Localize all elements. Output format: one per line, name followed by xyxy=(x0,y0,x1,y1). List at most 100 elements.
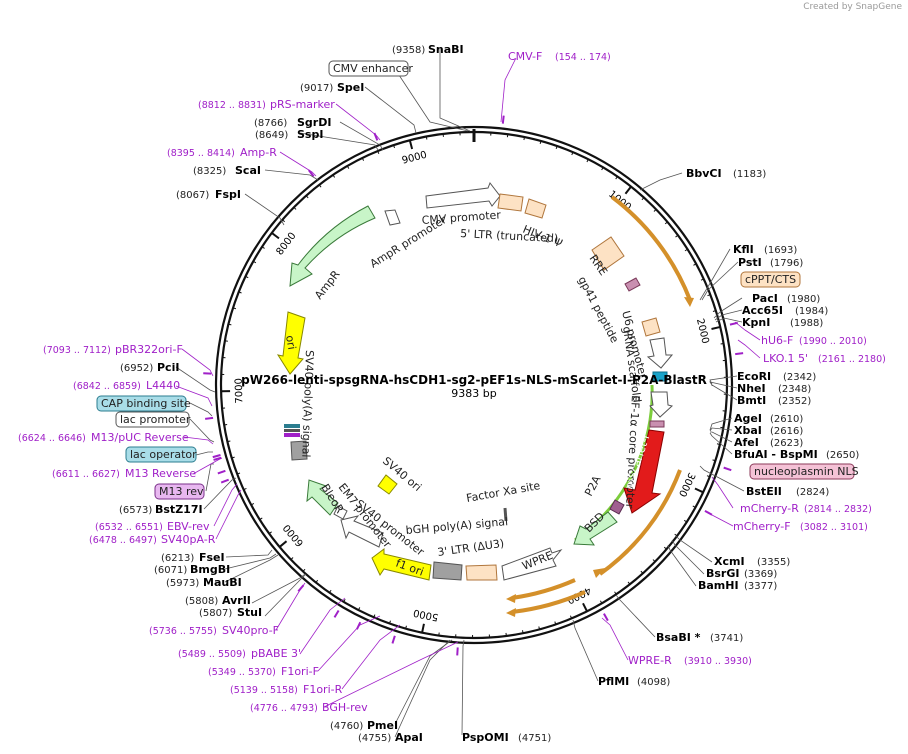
em7-box xyxy=(333,505,348,520)
minor-tick xyxy=(231,456,235,459)
site-name: BsaBI * xyxy=(656,631,701,644)
feature-arc-layer xyxy=(506,195,694,617)
minor-tick xyxy=(405,625,407,629)
minor-tick xyxy=(627,581,631,585)
site-name: ApaI xyxy=(395,731,423,744)
site-name: StuI xyxy=(237,606,262,619)
site-pos: (2616) xyxy=(770,426,803,437)
primer-mark xyxy=(220,478,230,484)
site-pos: (2348) xyxy=(778,384,811,395)
lentiviral-arc-4 xyxy=(511,590,586,614)
primer-range: (5139 .. 5158) xyxy=(230,685,298,696)
plasmid-title: pW266-lenti-spsgRNA-hsCDH1-sg2-pEF1s-NLS… xyxy=(241,373,707,387)
bleor-arrow xyxy=(306,479,339,516)
primer-range: (6611 .. 6627) xyxy=(52,469,120,480)
site-name: NheI xyxy=(737,382,766,395)
primer-name: Amp-R xyxy=(240,146,277,159)
feature-label: AmpR promoter xyxy=(368,213,449,271)
site-pos: (1693) xyxy=(764,245,797,256)
site-name: PstI xyxy=(738,256,762,269)
leader-lines xyxy=(175,49,745,738)
tick-label: 6000 xyxy=(281,522,306,549)
minor-tick xyxy=(675,234,679,238)
minor-tick xyxy=(389,620,391,624)
primer-mark xyxy=(333,609,340,618)
ampr-arrow xyxy=(289,205,376,287)
site-name: PspOMI xyxy=(462,731,509,744)
factor-xa-mark xyxy=(503,507,508,522)
minor-tick xyxy=(664,221,668,225)
boxed-feature-label: cPPT/CTS xyxy=(745,273,796,286)
minor-tick xyxy=(425,136,428,140)
feature-shapes xyxy=(276,181,674,581)
primer-range: (3082 .. 3101) xyxy=(800,522,868,533)
m13-rev-mark xyxy=(284,433,300,437)
primer-name: mCherry-R xyxy=(740,502,799,515)
lentiviral-arc-3-head xyxy=(506,594,516,603)
cmv-enhancer-tag xyxy=(328,60,409,77)
plasmid-size: 9383 bp xyxy=(451,387,496,400)
major-tick xyxy=(711,325,721,330)
minor-tick xyxy=(293,206,297,210)
hiv1-psi-box xyxy=(524,198,547,219)
feature-label: HIV-1 Ψ xyxy=(521,223,565,251)
major-tick xyxy=(694,487,704,494)
minor-tick xyxy=(569,615,573,619)
primer-mark xyxy=(205,416,214,420)
lentiviral-arc-3 xyxy=(511,578,576,600)
primer-range: (8812 .. 8831) xyxy=(198,100,266,111)
feature-label: P2A xyxy=(582,473,604,498)
primer-range: (2814 .. 2832) xyxy=(804,504,872,515)
site-pos: (6071) xyxy=(154,565,187,576)
tick-label: 8000 xyxy=(275,231,299,258)
lentiviral-arc-1 xyxy=(610,195,692,301)
primer-range: (6478 .. 6497) xyxy=(89,535,157,546)
minor-tick xyxy=(318,184,322,188)
site-name: BfuAI - BspMI xyxy=(734,448,818,461)
cppt-box xyxy=(641,317,661,337)
site-name: AfeI xyxy=(734,436,759,449)
boxed-feature-label: lac promoter xyxy=(120,413,191,426)
minor-tick xyxy=(253,260,257,264)
site-name: AvrII xyxy=(222,594,251,607)
wpre-arrow xyxy=(501,547,563,581)
site-pos: (4098) xyxy=(637,677,670,688)
primer-range: (3910 .. 3930) xyxy=(684,656,752,667)
primer-range: (1990 .. 2010) xyxy=(799,336,867,347)
primer-range: (7093 .. 7112) xyxy=(43,345,111,356)
site-name: EcoRI xyxy=(737,370,771,383)
minor-tick xyxy=(641,197,645,201)
site-name: FspI xyxy=(215,188,241,201)
primer-range: (5349 .. 5370) xyxy=(208,667,276,678)
lentiviral-arc-2-head xyxy=(593,568,605,578)
primer-mark xyxy=(217,469,226,475)
minor-tick xyxy=(357,607,361,611)
minor-tick xyxy=(720,426,724,429)
minor-tick xyxy=(302,568,306,572)
sv40-ori-box xyxy=(377,474,398,495)
major-tick xyxy=(421,623,425,633)
site-name: BstEII xyxy=(746,485,782,498)
site-pos: (8766) xyxy=(254,118,287,129)
site-pos: (6952) xyxy=(120,363,153,374)
primer-range: (5489 .. 5509) xyxy=(178,649,246,660)
feature-label: 5' LTR (truncated) xyxy=(460,227,559,245)
bsd-arrow xyxy=(573,511,618,546)
minor-tick xyxy=(663,546,667,550)
primer-mark xyxy=(213,456,222,461)
site-name: BsrGI xyxy=(706,567,739,580)
primer-name: hU6-F xyxy=(761,334,793,347)
site-pos: (1796) xyxy=(770,258,803,269)
site-name: BmgBI xyxy=(190,563,230,576)
lentiviral-arc-1-head xyxy=(684,297,694,307)
primer-name: BGH-rev xyxy=(322,701,368,714)
minor-tick xyxy=(377,150,380,155)
minor-tick xyxy=(315,579,319,583)
minor-tick xyxy=(261,246,265,249)
minor-tick xyxy=(373,614,376,618)
primer-name: L4440 xyxy=(146,379,180,392)
site-name: ScaI xyxy=(235,164,261,177)
minor-tick xyxy=(268,531,272,534)
lac-operator-tag xyxy=(125,446,197,463)
